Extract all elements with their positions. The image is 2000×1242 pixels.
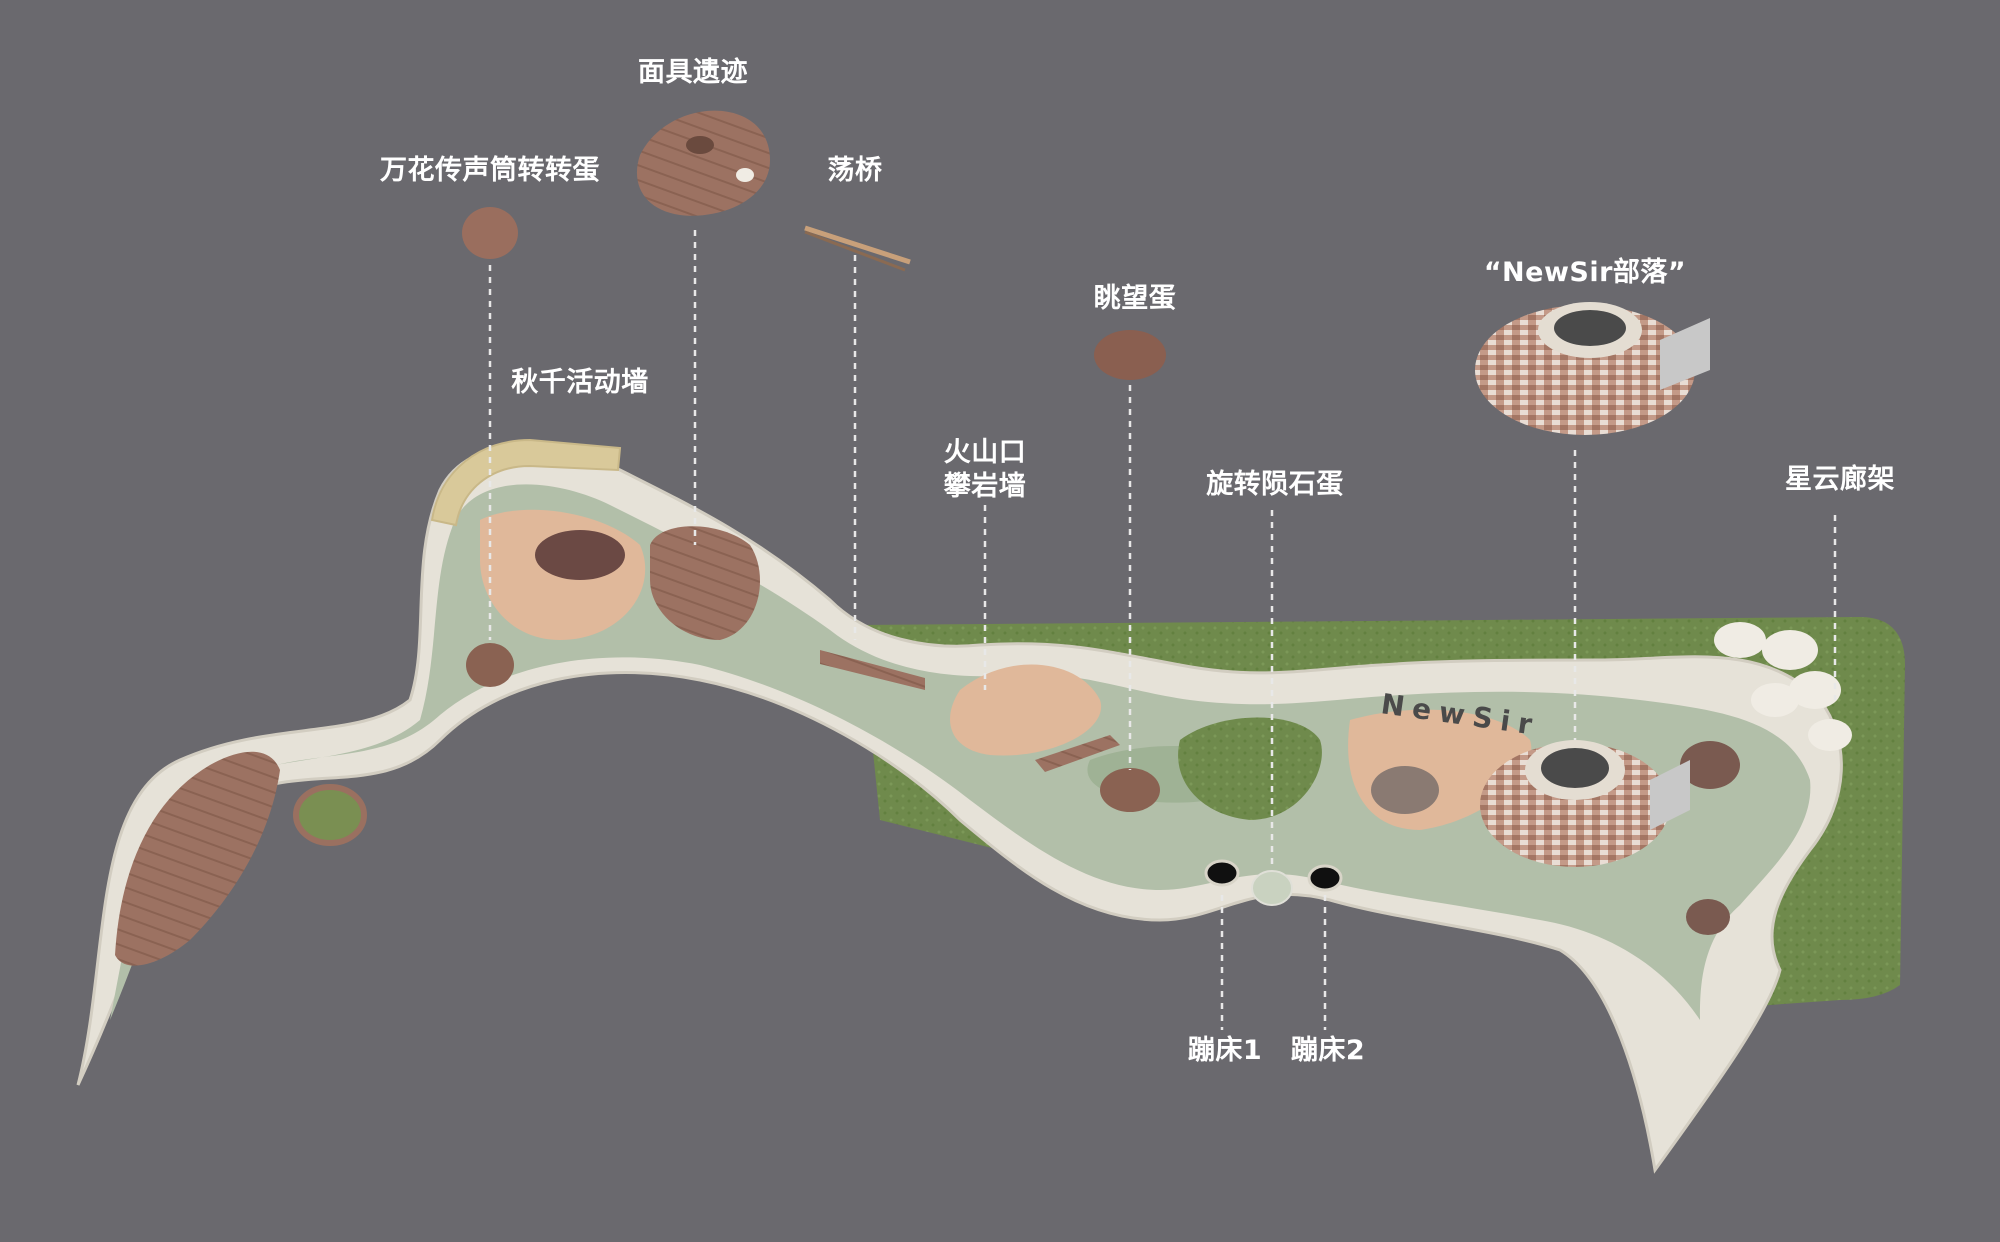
peach-zone-center (950, 664, 1102, 756)
brown-pad-left (535, 530, 625, 580)
label-volcano-line1: 火山口 (943, 437, 1027, 468)
slide-plan (1650, 760, 1690, 830)
leader-lines (488, 230, 1837, 1030)
deck-strip-b (1035, 735, 1120, 772)
swing-wall (430, 438, 622, 527)
lookout-egg-plan (1100, 768, 1160, 812)
brown-pad-b (1680, 741, 1740, 789)
label-meteor-egg: 旋转陨石蛋 (1206, 469, 1344, 500)
label-kaleido-egg: 万花传声筒转转蛋 (380, 155, 600, 186)
meteor-egg-shape (1251, 870, 1293, 906)
label-mask-relic: 面具遗迹 (638, 57, 748, 88)
label-nebula-pergola: 星云廊架 (1785, 464, 1895, 495)
pergola-disc (1714, 622, 1766, 658)
label-swing-bridge: 荡桥 (827, 155, 883, 186)
brown-pad-c (1686, 899, 1730, 935)
deck-left (115, 751, 280, 966)
brown-pad-a (1371, 766, 1439, 814)
lawn-inner (1178, 717, 1322, 820)
label-trampoline-1: 蹦床1 (1187, 1035, 1263, 1066)
deck-strip-a (820, 650, 925, 690)
planter-left (293, 784, 367, 846)
swing-bridge-model (804, 225, 911, 272)
label-volcano-line2: 攀岩墙 (943, 471, 1027, 502)
trampoline-1-shape (1204, 859, 1240, 887)
slide-model (1660, 318, 1710, 390)
label-swing-wall: 秋千活动墙 (511, 367, 649, 398)
trampoline-2-shape (1307, 864, 1343, 892)
lookout-egg-model (1094, 330, 1166, 380)
kaleido-egg-model (462, 207, 518, 259)
label-volcano-climbing: 火山口 攀岩墙 (935, 436, 1035, 504)
deck-mask-relic (650, 526, 760, 640)
label-trampoline-2: 蹦床2 (1290, 1035, 1366, 1066)
kaleido-egg-plan (466, 643, 514, 687)
label-lookout-egg: 眺望蛋 (1093, 283, 1177, 314)
label-newsir-tribe: “NewSir部落” (1483, 257, 1687, 288)
mask-relic-model (636, 110, 770, 216)
